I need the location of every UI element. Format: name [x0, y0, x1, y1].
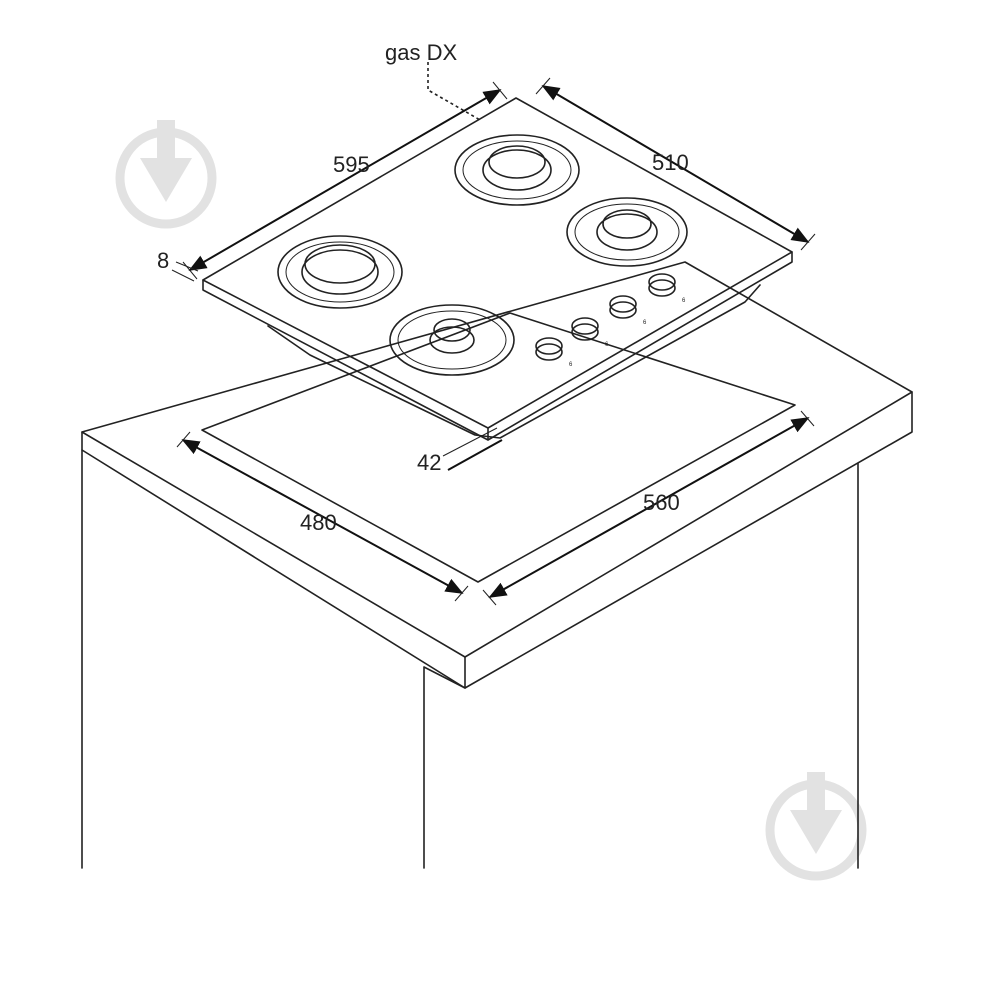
dimension-560: 560 [482, 410, 815, 606]
arrowhead-icon [188, 89, 502, 271]
countertop-top-surface [81, 261, 913, 658]
gas-inlet-label: gas DX [385, 40, 457, 65]
dim-install-depth: 42 [417, 450, 441, 475]
knob-mark: 6 [682, 298, 686, 304]
dim-cutout-width: 560 [643, 490, 680, 515]
hob-glass-top [202, 97, 793, 429]
burner-front-right [566, 197, 688, 267]
dimension-8: 8 [157, 248, 199, 282]
burner-front-left [389, 304, 515, 376]
control-knob: 6 [609, 295, 647, 326]
knob-mark: 6 [605, 342, 609, 348]
watermark-logo-icon [765, 772, 867, 881]
knob-mark: 6 [643, 320, 647, 326]
cabinet-front-panel [423, 666, 466, 869]
burner-back-left [277, 235, 403, 309]
cabinet [81, 261, 913, 869]
countertop-front-edge [81, 391, 913, 689]
control-knob: 6 [648, 273, 686, 304]
hob-glass-edge [202, 251, 793, 441]
dim-cutout-depth: 480 [300, 510, 337, 535]
watermark-logo-icon [115, 120, 217, 229]
control-knob: 6 [535, 337, 573, 368]
hob: 6 6 6 6 [202, 97, 793, 441]
dim-hob-width: 595 [333, 152, 370, 177]
knob-mark: 6 [569, 362, 573, 368]
arrowhead-icon [488, 417, 810, 598]
arrowhead-icon [181, 439, 464, 594]
control-knob: 6 [571, 317, 609, 348]
burner-back-right [454, 134, 580, 206]
gas-inlet-callout: gas DX [385, 40, 481, 121]
gas-inlet-leader [427, 62, 481, 121]
dimension-510: 510 [535, 77, 816, 251]
dimension-480: 480 [176, 431, 469, 602]
dimension-42: 42 [417, 427, 503, 475]
arrowhead-icon [541, 85, 810, 243]
dimension-595: 595 [182, 81, 508, 280]
cutout-outline [201, 312, 796, 583]
dim-glass-thickness: 8 [157, 248, 169, 273]
dim-hob-depth: 510 [652, 150, 689, 175]
